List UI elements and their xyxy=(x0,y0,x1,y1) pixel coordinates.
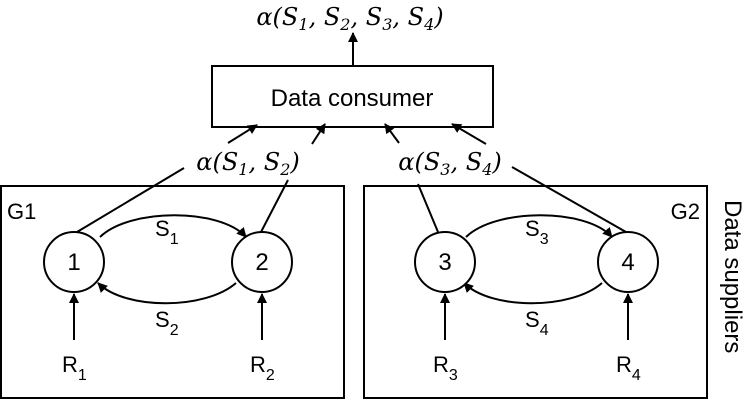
group-label-g2: G2 xyxy=(671,199,700,224)
edge-s4-label: S4 xyxy=(525,307,549,339)
node1-to-consumer-line xyxy=(76,167,185,233)
node2-to-consumer-line xyxy=(260,179,289,233)
consumer-box xyxy=(211,65,494,128)
node1-to-consumer-arrow xyxy=(227,124,258,144)
node-1-label: 1 xyxy=(67,249,80,276)
node-1 xyxy=(43,231,105,293)
consumer-label: Data consumer xyxy=(271,85,434,112)
group-label-g1: G1 xyxy=(7,199,36,224)
edge-s1-label: S1 xyxy=(155,216,179,248)
node2-to-consumer-arrow xyxy=(311,123,326,145)
node-3 xyxy=(414,231,476,293)
node-2 xyxy=(231,231,293,293)
edge-s3-label: S3 xyxy=(525,216,549,248)
group-box-g1 xyxy=(0,185,345,399)
edge-s1-arrow xyxy=(99,214,247,238)
node3-to-consumer-line xyxy=(417,183,439,233)
group-box-g2 xyxy=(363,185,708,399)
node4-to-consumer-arrow xyxy=(451,123,487,145)
group-aggregate-g2: α(S3, S4) xyxy=(398,148,502,179)
input-r2-label: R2 xyxy=(250,352,275,384)
input-r1-label: R1 xyxy=(62,352,87,384)
edge-s3-arrow xyxy=(465,214,613,238)
edge-s4-arrow xyxy=(463,282,603,305)
group-aggregate-g1: α(S1, S2) xyxy=(196,148,300,179)
top-output-formula: α(S1, S2, S3, S4) xyxy=(256,3,443,34)
input-r4-label: R4 xyxy=(616,352,641,384)
edge-s2-arrow xyxy=(97,282,237,305)
node-3-label: 3 xyxy=(438,249,451,276)
node-2-label: 2 xyxy=(255,249,268,276)
data-suppliers-label: Data suppliers xyxy=(719,200,746,353)
edge-s2-label: S2 xyxy=(155,307,179,339)
node-4-label: 4 xyxy=(621,249,634,276)
node4-to-consumer-line xyxy=(511,166,627,233)
node-4 xyxy=(597,231,659,293)
node3-to-consumer-arrow xyxy=(384,123,400,144)
input-r3-label: R3 xyxy=(433,352,458,384)
